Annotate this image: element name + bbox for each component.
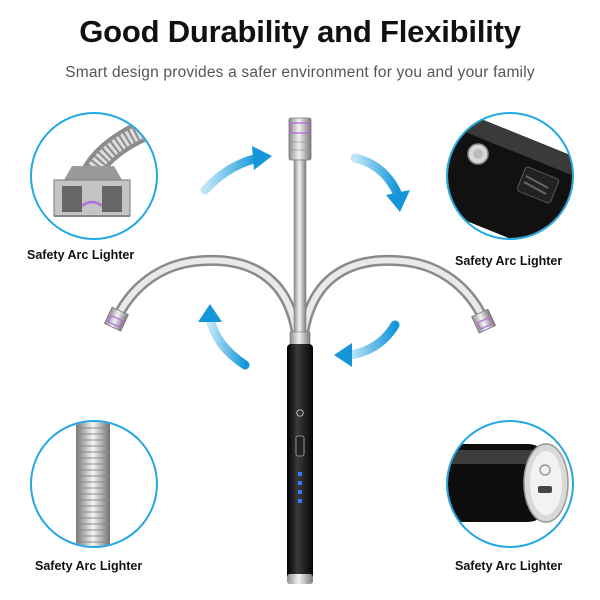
arrow-top-right-icon bbox=[350, 153, 410, 212]
charging-port-icon bbox=[448, 443, 569, 523]
arrow-bottom-left-icon bbox=[198, 304, 250, 370]
callout-label-safety-switch: Safety Arc Lighter bbox=[455, 254, 563, 268]
flexible-neck-icon bbox=[76, 422, 110, 546]
lighter-handle bbox=[287, 331, 313, 584]
page-title: Good Durability and Flexibility bbox=[79, 14, 521, 49]
arc-head-icon bbox=[53, 114, 156, 217]
arrow-bottom-right-icon bbox=[334, 320, 400, 367]
safety-switch-icon bbox=[448, 114, 572, 238]
arrow-top-left-icon bbox=[200, 146, 272, 195]
callout-label-flexible-neck: Safety Arc Lighter bbox=[35, 559, 143, 573]
right-flex-neck bbox=[298, 254, 497, 336]
left-flex-neck bbox=[103, 254, 302, 336]
upright-flex-neck bbox=[288, 117, 312, 339]
callout-arc-head bbox=[30, 112, 158, 240]
callout-charging-port bbox=[446, 420, 574, 548]
callout-flexible-neck bbox=[30, 420, 158, 548]
callout-label-arc-head: Safety Arc Lighter bbox=[27, 248, 135, 262]
callout-safety-switch bbox=[446, 112, 574, 240]
battery-indicator bbox=[298, 472, 302, 503]
callout-label-charging-port: Safety Arc Lighter bbox=[455, 559, 563, 573]
page-subtitle: Smart design provides a safer environmen… bbox=[65, 64, 535, 81]
